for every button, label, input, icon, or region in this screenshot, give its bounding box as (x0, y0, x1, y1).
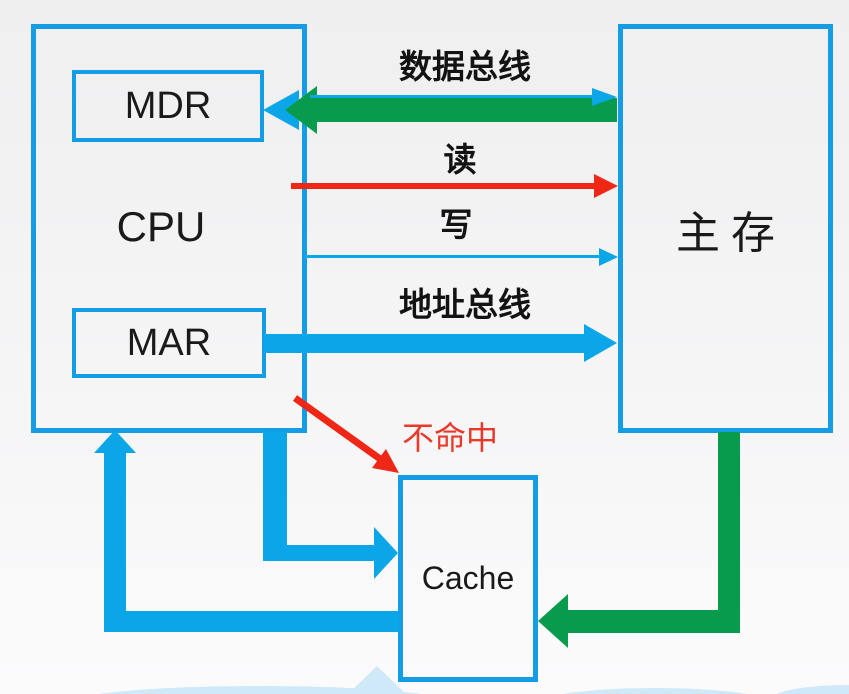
cache-box-label: Cache (421, 560, 515, 596)
memory-to-cache-horizontal-bar (563, 610, 740, 633)
cache-to-cpu-arrowhead-icon (94, 430, 136, 453)
cache-to-cpu-horizontal-bar (104, 611, 399, 632)
cpu-to-cache-vertical-bar (263, 431, 287, 561)
cache-box: Cache (398, 475, 538, 682)
cpu-to-cache-arrowhead-icon (374, 527, 398, 579)
mar-register-box: MAR (72, 308, 266, 378)
cache-miss-arrow (292, 395, 399, 473)
cpu-box (31, 24, 307, 433)
memory-to-cache-arrowhead-icon (538, 594, 568, 648)
cache-miss-label: 不命中 (402, 420, 499, 456)
mdr-register-box: MDR (72, 70, 264, 142)
write-arrow-shaft (304, 255, 601, 258)
cache-to-cpu-arrow (94, 430, 399, 632)
write-signal-label: 写 (439, 208, 473, 244)
write-arrowhead-icon (599, 248, 618, 266)
data-bus-green-bar (314, 98, 617, 122)
memory-to-cache-arrow (538, 432, 740, 648)
data-bus-blue-arrowhead-right-icon (592, 88, 617, 106)
read-arrow-shaft (291, 183, 596, 189)
cpu-box-label: CPU (116, 203, 206, 250)
address-bus-bar (264, 334, 586, 353)
main-memory-box: 主 存 (618, 24, 833, 433)
data-bus-arrow (263, 86, 617, 134)
memory-to-cache-vertical-bar (718, 432, 740, 633)
cpu-to-cache-horizontal-bar (263, 545, 375, 561)
data-bus-blue-line (310, 95, 595, 98)
data-bus-label: 数据总线 (399, 50, 531, 86)
main-memory-box-label: 主 存 (676, 208, 775, 258)
miss-arrowhead-icon (372, 449, 399, 473)
write-signal-arrow (304, 248, 618, 266)
cache-to-cpu-vertical-bar (104, 451, 126, 632)
read-signal-label: 读 (443, 143, 477, 179)
cpu-to-cache-arrow (263, 431, 398, 579)
address-bus-label: 地址总线 (399, 288, 531, 324)
mdr-box-label: MDR (124, 84, 212, 127)
miss-arrow-shaft (292, 395, 386, 464)
read-arrowhead-icon (594, 174, 618, 198)
mar-box-label: MAR (126, 321, 212, 364)
address-bus-arrowhead-icon (584, 324, 617, 362)
address-bus-arrow (264, 324, 617, 362)
